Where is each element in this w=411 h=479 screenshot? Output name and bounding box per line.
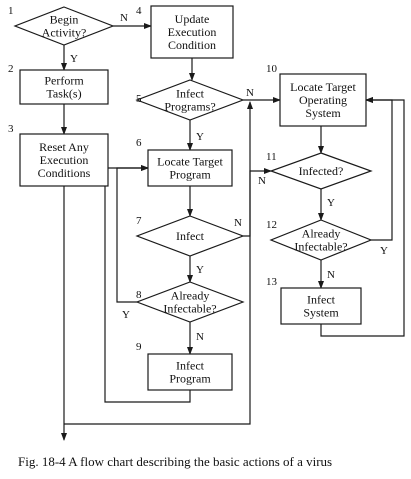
- process-box: [19, 69, 109, 105]
- node-label: Conditions: [38, 166, 91, 180]
- node-label: Locate Target: [290, 80, 356, 94]
- step-number: 7: [136, 215, 142, 227]
- node-label: System: [305, 106, 341, 120]
- step-number: 1: [8, 5, 14, 17]
- branch-label-n7_yes: Y: [196, 264, 204, 276]
- node-label: Locate Target: [157, 155, 223, 169]
- connector-n7-no-up: [243, 101, 253, 237]
- connector-n13-loop: [320, 97, 405, 337]
- branch-label-n1_no: N: [120, 12, 128, 24]
- node-label: Infect: [176, 359, 205, 373]
- branch-label-n12_yes: Y: [380, 245, 388, 257]
- node-label: Infectable?: [294, 240, 347, 254]
- branch-label-n1_yes: Y: [70, 53, 78, 65]
- step-number: 12: [266, 219, 277, 231]
- decision-diamond: [135, 281, 245, 323]
- node-label: Already: [171, 289, 210, 303]
- process-box: [147, 353, 233, 391]
- step-number: 4: [136, 5, 142, 17]
- branch-label-n8_yes: Y: [122, 309, 130, 321]
- decision-diamond: [135, 79, 245, 121]
- node-label: Task(s): [46, 87, 81, 101]
- node-label: Program: [169, 168, 211, 182]
- step-number: 6: [136, 137, 142, 149]
- node-label: Already: [302, 227, 341, 241]
- decision-diamond: [269, 152, 373, 190]
- step-number: 8: [136, 289, 142, 301]
- step-number: 2: [8, 63, 14, 75]
- node-label: Execution: [40, 153, 89, 167]
- decision-diamond: [269, 219, 373, 261]
- node-label: Programs?: [164, 100, 215, 114]
- step-number: 10: [266, 63, 278, 75]
- node-label: Program: [169, 372, 211, 386]
- node-label: Update: [175, 12, 210, 26]
- figure-caption: Fig. 18-4 A flow chart describing the ba…: [18, 454, 333, 469]
- node-label: Condition: [168, 38, 216, 52]
- branch-label-n5_yes: Y: [196, 131, 204, 143]
- step-number: 13: [266, 276, 278, 288]
- node-label: Infected?: [299, 164, 344, 178]
- decision-diamond: [135, 215, 245, 257]
- process-box: [19, 133, 109, 187]
- branch-labels: N Y N Y N Y Y N N Y Y N: [70, 12, 388, 343]
- node-label: Activity?: [42, 26, 87, 40]
- branch-label-n11_yes: Y: [327, 197, 335, 209]
- process-box: [280, 287, 362, 325]
- node-label: Reset Any: [39, 140, 89, 154]
- connector-n9-loop: [104, 165, 191, 403]
- step-number: 9: [136, 341, 142, 353]
- node-label: Operating: [299, 93, 347, 107]
- node-label: Execution: [168, 25, 217, 39]
- node-n7: Infect 7: [135, 215, 245, 257]
- branch-label-n11_no: N: [258, 175, 266, 187]
- branch-label-n7_no: N: [234, 217, 242, 229]
- branch-label-n12_no: N: [327, 269, 335, 281]
- node-label: Infect: [176, 87, 205, 101]
- node-label: System: [303, 306, 339, 320]
- node-n11: Infected? 11: [266, 151, 373, 190]
- node-label: Perform: [44, 74, 84, 88]
- node-label: Begin: [50, 13, 79, 27]
- process-box: [279, 73, 367, 127]
- branch-label-n8_no: N: [196, 331, 204, 343]
- decision-diamond: [13, 6, 115, 46]
- process-box: [147, 149, 233, 187]
- step-number: 11: [266, 151, 277, 163]
- node-label: Infect: [176, 229, 205, 243]
- node-label: Infect: [307, 293, 336, 307]
- step-number: 5: [136, 93, 142, 105]
- process-box: [150, 5, 234, 59]
- connector-lines: [61, 23, 405, 441]
- step-number: 3: [8, 123, 14, 135]
- connector-exit-to-n11: [64, 168, 272, 425]
- branch-label-n5_no: N: [246, 87, 254, 99]
- node-label: Infectable?: [163, 302, 216, 316]
